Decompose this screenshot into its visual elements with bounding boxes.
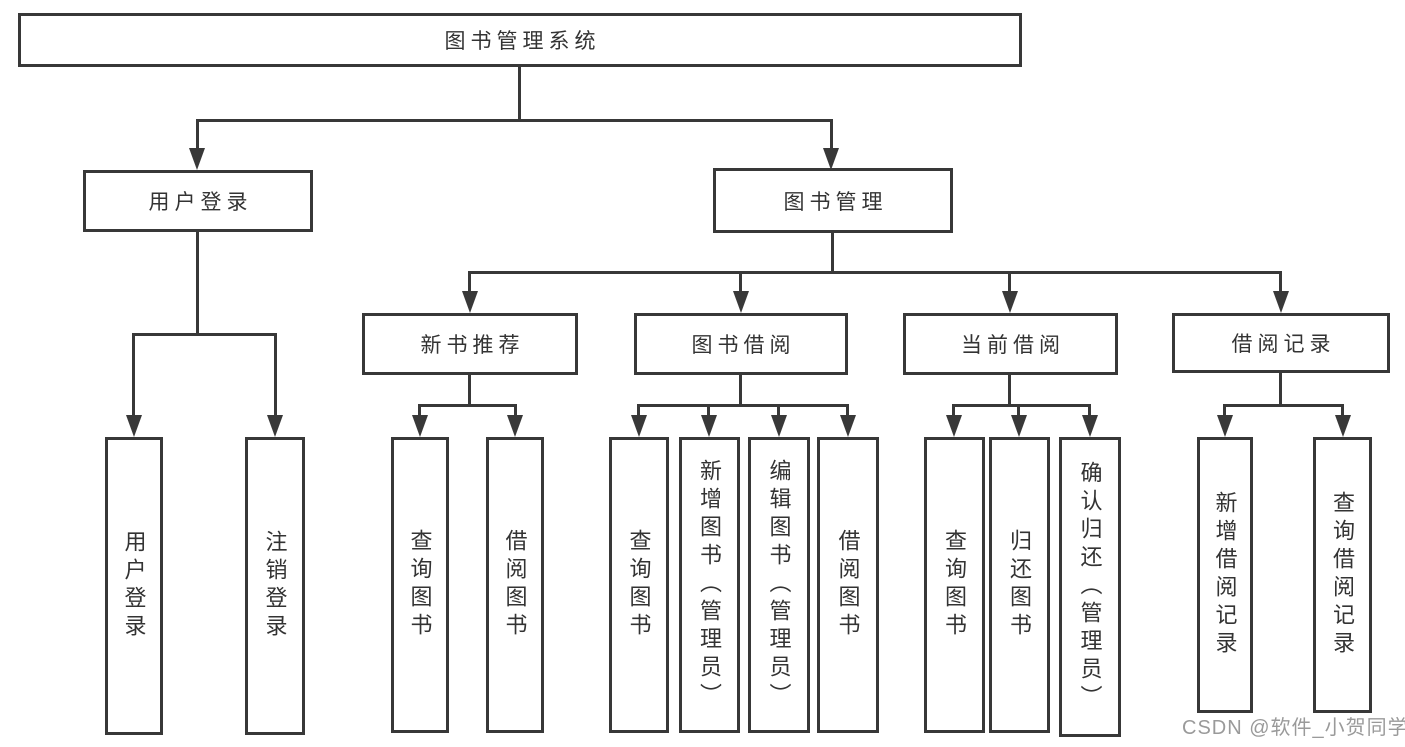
arrow-down-icon <box>1273 291 1289 313</box>
leaf-label: 编辑图书（管理员） <box>766 459 792 711</box>
leaf-label: 查询图书 <box>626 529 652 641</box>
leaf-add-borrow-record: 新增借阅记录 <box>1197 437 1253 713</box>
connector-stem <box>196 232 199 336</box>
connector-stem <box>739 271 742 296</box>
node-label: 借阅记录 <box>1231 333 1336 356</box>
connector-branch <box>196 119 833 122</box>
node-label: 图书借阅 <box>691 334 796 357</box>
leaf-label: 新增借阅记录 <box>1212 491 1238 659</box>
leaf-query-books-borrowing: 查询图书 <box>609 437 669 733</box>
arrow-down-icon <box>771 415 787 437</box>
arrow-down-icon <box>1002 291 1018 313</box>
arrow-down-icon <box>189 148 205 170</box>
arrow-down-icon <box>267 415 283 437</box>
leaf-add-book-admin: 新增图书（管理员） <box>679 437 740 733</box>
arrow-down-icon <box>823 148 839 170</box>
arrow-down-icon <box>126 415 142 437</box>
connector-stem <box>831 233 834 274</box>
arrow-down-icon <box>412 415 428 437</box>
leaf-query-books-recommend: 查询图书 <box>391 437 449 733</box>
connector-stem <box>637 404 640 418</box>
leaf-label: 用户登录 <box>121 530 147 642</box>
connector-branch <box>418 404 517 407</box>
arrow-down-icon <box>946 415 962 437</box>
connector-stem <box>1008 271 1011 296</box>
leaf-label: 注销登录 <box>262 530 288 642</box>
connector-stem <box>952 404 955 418</box>
connector-stem <box>1341 404 1344 418</box>
leaf-edit-book-admin: 编辑图书（管理员） <box>748 437 810 733</box>
connector-stem <box>777 404 780 418</box>
leaf-return-books: 归还图书 <box>989 437 1050 733</box>
connector-stem <box>1279 373 1282 407</box>
connector-stem <box>418 404 421 418</box>
node-label: 图书管理系统 <box>444 30 601 53</box>
leaf-borrow-books-recommend: 借阅图书 <box>486 437 544 733</box>
connector-stem <box>1223 404 1226 418</box>
leaf-query-borrow-record: 查询借阅记录 <box>1313 437 1372 713</box>
node-current-borrowing: 当前借阅 <box>903 313 1118 375</box>
connector-stem <box>196 119 199 151</box>
connector-branch <box>1223 404 1344 407</box>
node-borrowing-records: 借阅记录 <box>1172 313 1390 373</box>
connector-branch <box>468 271 1282 274</box>
connector-stem <box>468 271 471 296</box>
leaf-label: 查询图书 <box>407 529 433 641</box>
arrow-down-icon <box>507 415 523 437</box>
connector-stem <box>739 375 742 407</box>
node-book-borrowing: 图书借阅 <box>634 313 848 375</box>
arrow-down-icon <box>631 415 647 437</box>
arrow-down-icon <box>1335 415 1351 437</box>
connector-stem <box>514 404 517 418</box>
connector-stem <box>468 375 471 407</box>
leaf-borrow-books-borrowing: 借阅图书 <box>817 437 879 733</box>
node-label: 图书管理 <box>783 190 888 214</box>
node-new-book-recommend: 新书推荐 <box>362 313 578 375</box>
connector-stem <box>1279 271 1282 296</box>
connector-branch <box>637 404 849 407</box>
leaf-label: 查询借阅记录 <box>1330 491 1356 659</box>
connector-stem <box>518 67 521 121</box>
leaf-query-books-current: 查询图书 <box>924 437 985 733</box>
connector-stem <box>846 404 849 418</box>
leaf-label: 确认归还（管理员） <box>1077 461 1103 713</box>
connector-stem <box>1088 404 1091 418</box>
node-label: 新书推荐 <box>420 334 525 357</box>
leaf-label: 借阅图书 <box>835 529 861 641</box>
leaf-user-login: 用户登录 <box>105 437 163 735</box>
leaf-label: 归还图书 <box>1007 529 1033 641</box>
leaf-label: 新增图书（管理员） <box>697 459 723 711</box>
connector-stem <box>274 333 277 418</box>
arrow-down-icon <box>733 291 749 313</box>
connector-stem <box>1017 404 1020 418</box>
node-book-management: 图书管理 <box>713 168 953 233</box>
leaf-label: 查询图书 <box>942 529 968 641</box>
leaf-label: 借阅图书 <box>502 529 528 641</box>
arrow-down-icon <box>701 415 717 437</box>
arrow-down-icon <box>1082 415 1098 437</box>
leaf-logout: 注销登录 <box>245 437 305 735</box>
watermark: CSDN @软件_小贺同学 <box>1182 717 1405 739</box>
connector-stem <box>830 119 833 151</box>
connector-branch <box>132 333 277 336</box>
arrow-down-icon <box>462 291 478 313</box>
node-label: 用户登录 <box>148 191 253 214</box>
leaf-confirm-return-admin: 确认归还（管理员） <box>1059 437 1121 737</box>
node-user-login: 用户登录 <box>83 170 313 232</box>
connector-branch <box>952 404 1091 407</box>
arrow-down-icon <box>1217 415 1233 437</box>
connector-stem <box>707 404 710 418</box>
connector-stem <box>1008 375 1011 407</box>
node-label: 当前借阅 <box>961 334 1065 357</box>
node-library-system: 图书管理系统 <box>18 13 1022 67</box>
arrow-down-icon <box>1011 415 1027 437</box>
arrow-down-icon <box>840 415 856 437</box>
connector-stem <box>132 333 135 418</box>
